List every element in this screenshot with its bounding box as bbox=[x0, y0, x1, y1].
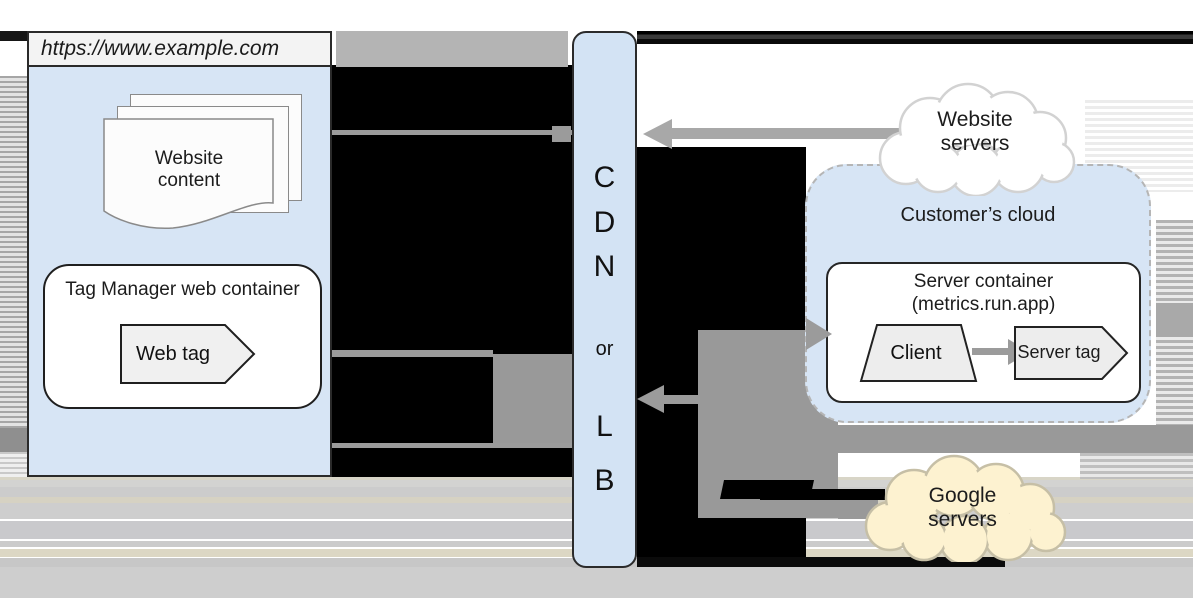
customer-cloud-arrowhead-icon bbox=[806, 318, 832, 350]
glitch-left-notch bbox=[0, 31, 27, 41]
web-tag-shape bbox=[120, 324, 256, 384]
page-stack-front bbox=[103, 118, 274, 229]
web-tag-arrow-shaft bbox=[288, 350, 493, 357]
browser-url-bar: https://www.example.com bbox=[29, 33, 330, 67]
client-shape bbox=[859, 324, 978, 382]
tag-manager-arrow-horizontal bbox=[177, 443, 572, 448]
website-servers-arrowhead-icon bbox=[643, 119, 672, 149]
glitch-footer-band bbox=[0, 567, 1193, 598]
lb-arrow-shaft bbox=[662, 395, 700, 404]
glitch-left-stripes bbox=[0, 76, 27, 428]
lb-letter-l: L bbox=[596, 410, 613, 443]
redacted-label-mark bbox=[760, 489, 885, 500]
website-servers-label: Website servers bbox=[937, 107, 1013, 155]
glitch-top-black-bar bbox=[637, 31, 1193, 44]
glitch-bottom-black-bar bbox=[637, 557, 1005, 567]
client-arrow-shaft bbox=[972, 348, 1010, 355]
glitch-right-gray-block bbox=[1156, 303, 1193, 337]
website-content-arrow-tail-block bbox=[552, 126, 571, 142]
glitch-left-stripes-lower bbox=[0, 452, 27, 477]
server-tag-shape bbox=[1014, 326, 1129, 380]
gray-band-under-cloud bbox=[838, 425, 1193, 453]
cdn-lb-bar: C D N or L B bbox=[572, 31, 637, 568]
website-servers-arrow-shaft bbox=[668, 128, 1013, 139]
server-container-subtitle: (metrics.run.app) bbox=[911, 294, 1056, 315]
lb-letter-b: B bbox=[594, 464, 615, 497]
website-content-label: Website content bbox=[154, 148, 224, 191]
google-servers-cloud-icon bbox=[864, 454, 1067, 562]
lb-arrowhead-icon bbox=[637, 385, 664, 413]
client-label: Client bbox=[890, 341, 942, 364]
glitch-right-stripes-bottom bbox=[1080, 453, 1193, 479]
server-container-title: Server container bbox=[913, 271, 1054, 292]
cdn-letter-n: N bbox=[593, 250, 616, 283]
glitch-top-gray-bar bbox=[336, 31, 568, 67]
customer-cloud-label: Customer’s cloud bbox=[900, 203, 1056, 226]
cdn-or-label: or bbox=[595, 338, 614, 360]
google-servers-label: Google servers bbox=[928, 483, 997, 531]
cdn-letter-d: D bbox=[593, 206, 616, 239]
cdn-letter-c: C bbox=[593, 161, 616, 194]
google-arrow-connector bbox=[838, 497, 878, 519]
gray-block-west-cdn bbox=[493, 354, 572, 445]
website-servers-cloud-icon bbox=[878, 82, 1076, 196]
website-content-arrow-shaft bbox=[318, 130, 572, 135]
glitch-left-dark-block bbox=[0, 428, 27, 452]
tag-manager-label: Tag Manager web container bbox=[65, 279, 300, 300]
browser-url-text: https://www.example.com bbox=[41, 37, 280, 60]
web-tag-label: Web tag bbox=[135, 342, 211, 365]
server-tag-label: Server tag bbox=[1017, 342, 1101, 363]
